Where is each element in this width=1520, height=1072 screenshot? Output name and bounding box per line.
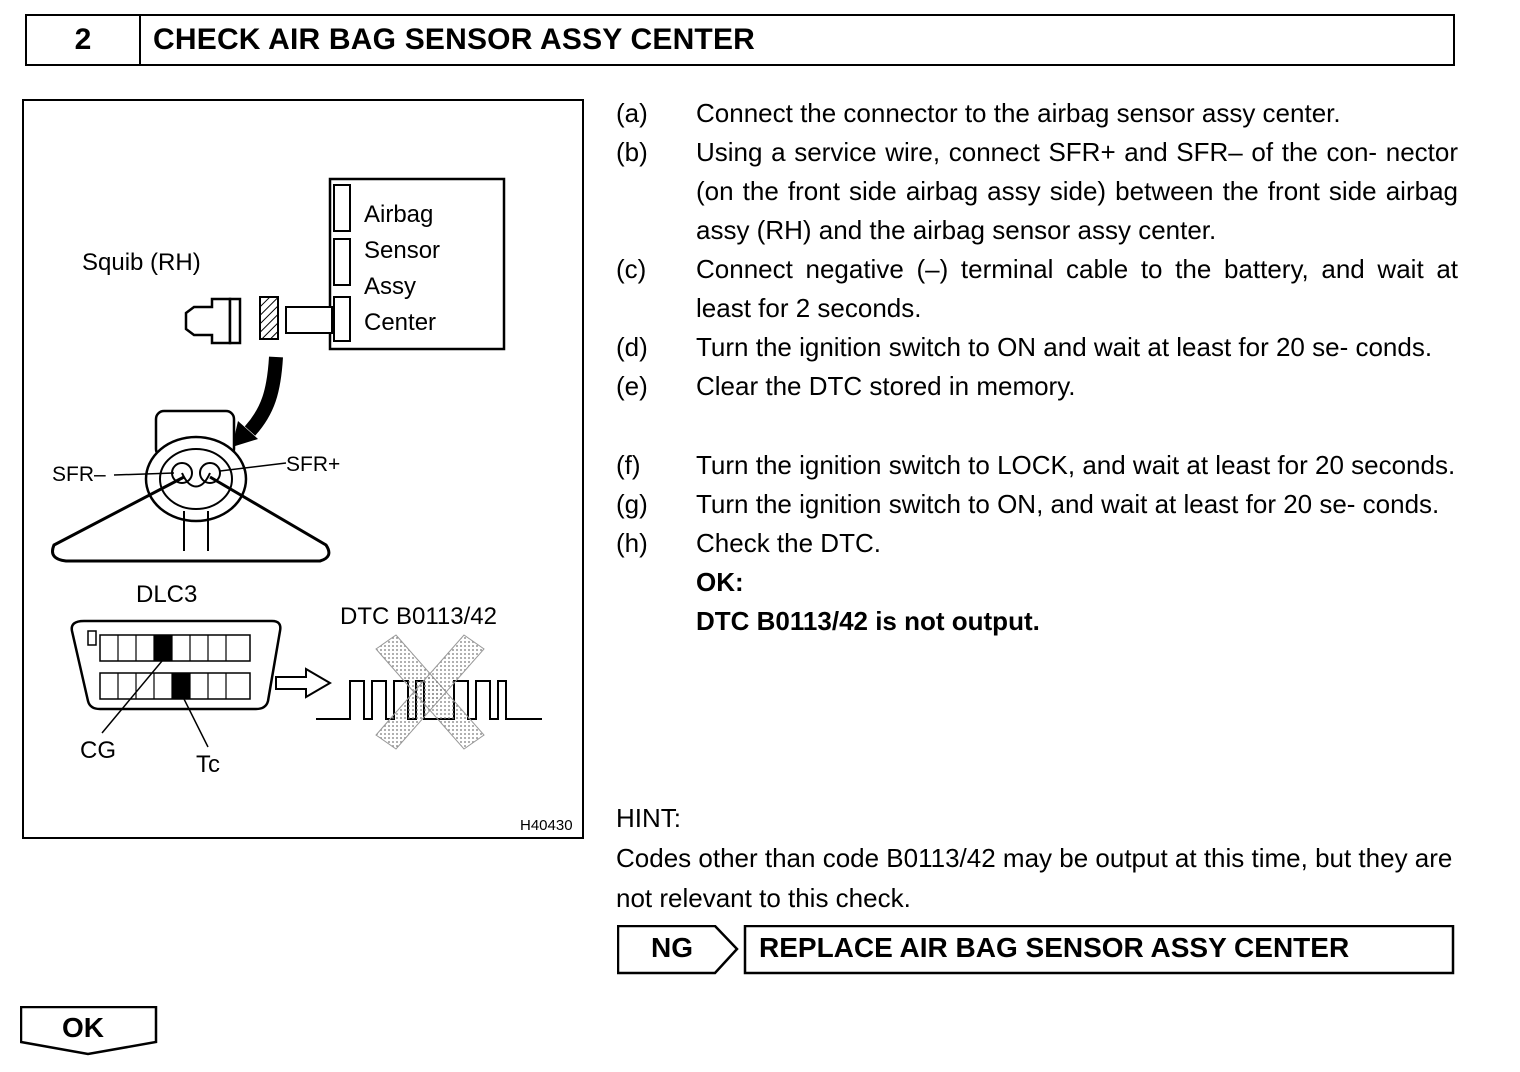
- ng-result: NG REPLACE AIR BAG SENSOR ASSY CENTER: [617, 925, 1455, 975]
- tc-label: Tc: [196, 751, 220, 778]
- step-number: 2: [27, 16, 141, 64]
- step-item: (c) Connect negative (–) terminal cable …: [616, 250, 1458, 328]
- step-letter: (g): [616, 489, 648, 519]
- step-text: Turn the ignition switch to ON and wait …: [696, 332, 1433, 362]
- sfr-plus-label: SFR+: [286, 453, 341, 476]
- ng-label: NG: [651, 932, 693, 963]
- ng-arrow-shape: [617, 925, 1455, 975]
- squib-label: Squib (RH): [82, 249, 201, 276]
- ok-criteria-text: DTC B0113/42 is not output.: [696, 606, 1040, 636]
- step-text: Check the DTC.: [696, 528, 881, 558]
- ok-label: OK: [62, 1012, 104, 1043]
- ok-result: OK: [20, 1006, 160, 1056]
- hint-label: HINT:: [616, 803, 681, 833]
- connection-diagram: Airbag Sensor Assy Center Squib (RH) SFR…: [22, 99, 584, 839]
- step-letter: (e): [616, 371, 648, 401]
- step-letter: (c): [616, 254, 647, 284]
- step-item: (b) Using a service wire, connect SFR+ a…: [616, 133, 1458, 250]
- cg-label: CG: [80, 737, 116, 764]
- hint-text: Codes other than code B0113/42 may be ou…: [616, 843, 1453, 913]
- dtc-label: DTC B0113/42: [340, 603, 497, 630]
- sfr-minus-label: SFR–: [52, 463, 106, 486]
- hint-block: HINT: Codes other than code B0113/42 may…: [616, 798, 1458, 918]
- ng-action: REPLACE AIR BAG SENSOR ASSY CENTER: [759, 932, 1350, 963]
- step-item: (d) Turn the ignition switch to ON and w…: [616, 328, 1458, 367]
- step-letter: (f): [616, 450, 641, 480]
- step-header: 2 CHECK AIR BAG SENSOR ASSY CENTER: [25, 14, 1455, 66]
- step-text: Connect the connector to the airbag sens…: [696, 98, 1341, 128]
- step-letter: (h): [616, 528, 648, 558]
- step-item: (h) Check the DTC.: [616, 524, 1458, 563]
- diagram-drawing: [51, 177, 542, 750]
- step-item: (a) Connect the connector to the airbag …: [616, 94, 1458, 133]
- dlc3-label: DLC3: [136, 581, 198, 608]
- step-item: (g) Turn the ignition switch to ON, and …: [616, 485, 1458, 524]
- step-title: CHECK AIR BAG SENSOR ASSY CENTER: [153, 23, 756, 56]
- step-text: Turn the ignition switch to LOCK, and wa…: [696, 450, 1456, 480]
- step-text: Using a service wire, connect SFR+ and S…: [696, 137, 1458, 245]
- step-letter: (a): [616, 98, 648, 128]
- step-text: Clear the DTC stored in memory.: [696, 371, 1076, 401]
- step-item: (f) Turn the ignition switch to LOCK, an…: [616, 446, 1458, 485]
- step-text: Connect negative (–) terminal cable to t…: [696, 254, 1458, 323]
- step-letter: (d): [616, 332, 648, 362]
- procedure-steps: (a) Connect the connector to the airbag …: [616, 94, 1458, 641]
- ok-criteria-label: OK:: [696, 567, 744, 597]
- step-letter: (b): [616, 137, 648, 167]
- airbag-sensor-label: Airbag Sensor Assy Center: [364, 201, 441, 336]
- step-item: (e) Clear the DTC stored in memory.: [616, 367, 1458, 406]
- ok-arrow-shape: [20, 1006, 158, 1056]
- step-text: Turn the ignition switch to ON, and wait…: [696, 489, 1440, 519]
- figure-id: H40430: [520, 817, 573, 834]
